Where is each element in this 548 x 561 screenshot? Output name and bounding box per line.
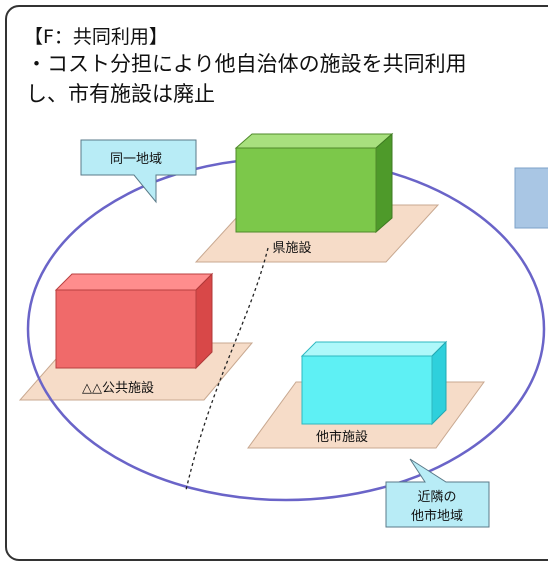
other-city-label: 他市施設 xyxy=(316,429,368,445)
description-line-1: ・コスト分担により他自治体の施設を共同利用 xyxy=(26,52,467,76)
neighbor-region-label-1: 近隣の xyxy=(417,489,456,505)
heading: 【F：共同利用】 xyxy=(24,26,168,48)
public-facility-box xyxy=(54,272,214,370)
neighbor-region-callout: 近隣の 他市地域 xyxy=(385,458,490,528)
same-region-label: 同一地域 xyxy=(110,152,162,167)
neighbor-region-label-2: 他市地域 xyxy=(411,508,463,524)
same-region-callout: 同一地域 xyxy=(80,139,197,204)
partial-box-right xyxy=(514,167,548,229)
public-label: △△公共施設 xyxy=(82,380,154,396)
other-city-facility-box xyxy=(300,340,448,426)
prefecture-facility-box xyxy=(234,132,394,234)
description: ・コスト分担により他自治体の施設を共同利用 し、市有施設は廃止 xyxy=(26,49,467,109)
diagram: 県施設 △△公共施設 他市施設 同一地域 近隣の 他市地域 xyxy=(18,132,548,528)
prefecture-label: 県施設 xyxy=(272,240,311,256)
description-line-2: し、市有施設は廃止 xyxy=(26,82,215,106)
